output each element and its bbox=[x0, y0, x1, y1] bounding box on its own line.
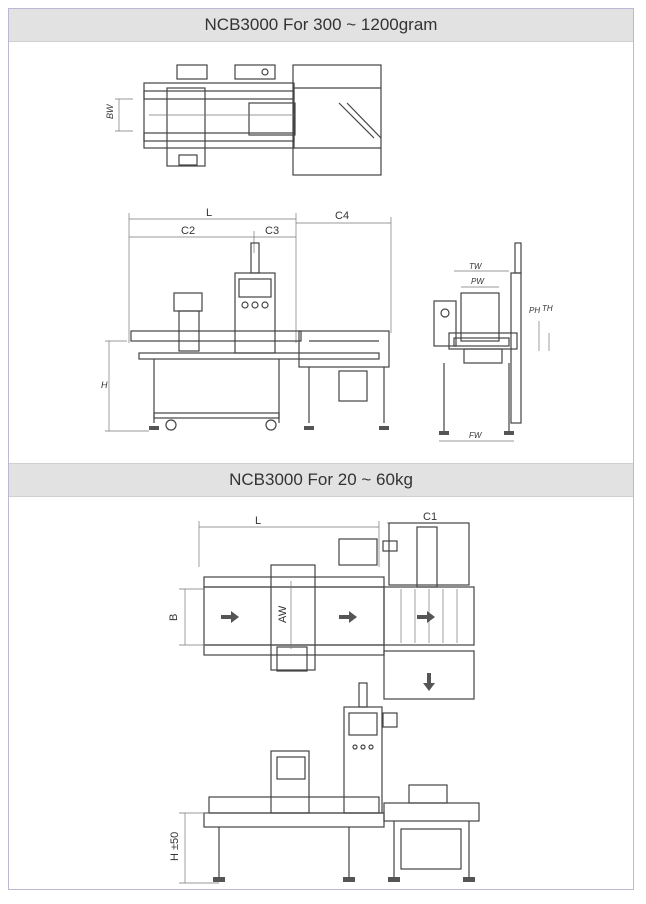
dim-label-large-b: B bbox=[168, 614, 180, 621]
small-model-front-view: L C2 C3 C4 bbox=[101, 207, 392, 432]
large-model-top-view: L C1 B bbox=[168, 511, 475, 700]
small-model-top-view: BW bbox=[105, 64, 382, 176]
dim-label-large-c1: C1 bbox=[423, 511, 437, 523]
small-model-drawing: BW L C2 C3 C4 bbox=[101, 64, 553, 442]
large-model-drawing: L C1 B bbox=[168, 511, 480, 884]
large-model-front-view: H ±50 bbox=[169, 682, 480, 884]
dim-label-large-aw: AW bbox=[277, 605, 289, 623]
spec-panel: NCB3000 For 300 ~ 1200gram BW bbox=[8, 8, 634, 890]
dim-label-pw: PW bbox=[471, 277, 485, 286]
dim-label-h: H bbox=[101, 380, 108, 390]
dim-label-large-l: L bbox=[255, 515, 261, 527]
dim-label-c2: C2 bbox=[181, 225, 195, 237]
dim-label-th: TH bbox=[542, 304, 553, 313]
dim-label-tw: TW bbox=[469, 262, 483, 271]
section-title-large-model: NCB3000 For 20 ~ 60kg bbox=[9, 463, 633, 497]
dim-label-fw: FW bbox=[469, 431, 483, 440]
dim-label-large-h: H ±50 bbox=[169, 832, 181, 861]
small-model-side-view: TW PW PH TH FW bbox=[433, 242, 553, 442]
dim-label-ph: PH bbox=[529, 306, 540, 315]
dim-label-c3: C3 bbox=[265, 225, 279, 237]
dim-label-l: L bbox=[206, 207, 212, 219]
section-title-small-model: NCB3000 For 300 ~ 1200gram bbox=[9, 9, 633, 42]
dim-label-bw: BW bbox=[105, 103, 115, 119]
dim-label-c4: C4 bbox=[335, 210, 349, 222]
